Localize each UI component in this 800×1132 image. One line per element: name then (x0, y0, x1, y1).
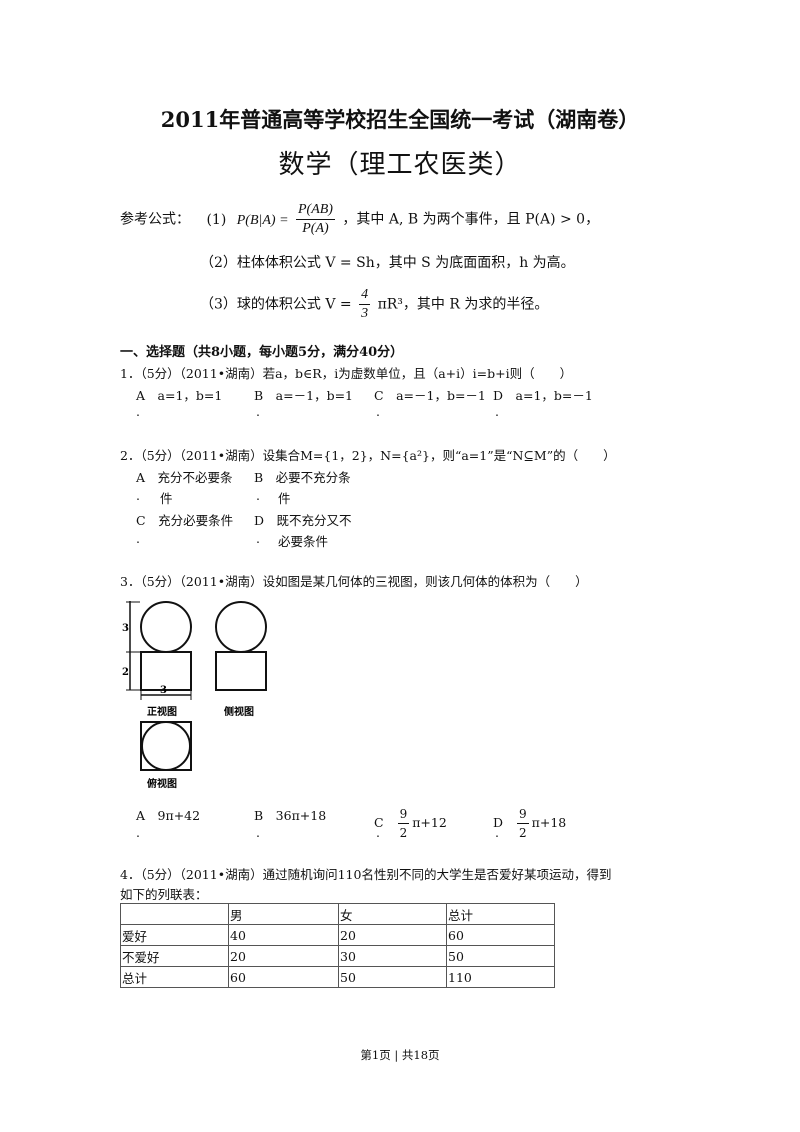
q2-dot-d: . (256, 531, 260, 546)
table-cell (120, 903, 229, 925)
q3-option-d: D 9 2 π+18 (493, 805, 566, 842)
formula-1-numerator: P(AB) (295, 201, 335, 220)
top-view-label: 俯视图 (147, 777, 177, 790)
table-cell: 总计 (446, 903, 555, 925)
q3-option-d-fraction: 9 2 (517, 805, 529, 842)
formula-3-denominator: 3 (361, 306, 369, 321)
formula-3-numerator: 4 (359, 286, 371, 305)
table-cell: 女 (338, 903, 447, 925)
formula-3-pre: （3）球的体积公式 V = (200, 296, 352, 313)
table-row: 爱好 40 20 60 (120, 924, 555, 946)
q1-stem: 1．（5分）（2011•湖南）若a，b∈R，i为虚数单位，且（a+i）i=b+i… (120, 366, 573, 381)
exam-title: 2011年普通高等学校招生全国统一考试（湖南卷） (160, 107, 640, 132)
q2-stem: 2．（5分）（2011•湖南）设集合M={1，2}，N={a²}，则“a=1”是… (120, 448, 616, 463)
three-view-figure: 3 2 3 正视图 侧视图 俯视图 (122, 601, 267, 790)
front-view-rect (140, 651, 192, 691)
formula-3: （3）球的体积公式 V = 4 3 πR³，其中 R 为求的半径。 (200, 286, 548, 323)
q2-option-d: D 既不充分又不 (254, 513, 352, 528)
q2-option-d-cont: 必要条件 (278, 534, 329, 549)
q3-option-a: A 9π+42 (136, 808, 201, 823)
q3-option-b: B 36π+18 (254, 808, 327, 823)
page-footer: 第1页 | 共18页 (360, 1048, 440, 1062)
table-row: 不爱好 20 30 50 (120, 945, 555, 967)
formula-1-denominator: P(A) (302, 221, 329, 236)
q2-dot-c: . (136, 531, 140, 546)
section-heading: 一、选择题（共8小题，每小题5分，满分40分） (120, 345, 404, 360)
dim-label-3b: 3 (160, 685, 167, 696)
formula-1-fraction: P(AB) P(A) (295, 201, 335, 238)
top-view-circle (141, 721, 191, 771)
table-cell: 50 (446, 945, 555, 967)
top-view: 俯视图 (140, 721, 192, 790)
side-view: 侧视图 (215, 601, 267, 718)
table-cell: 20 (228, 945, 339, 967)
table-cell: 60 (228, 966, 339, 988)
table-cell: 60 (446, 924, 555, 946)
q3-option-d-den: 2 (519, 826, 527, 840)
q1-option-b: B a=－1，b=1 (254, 388, 353, 403)
table-cell: 50 (338, 966, 447, 988)
q2-dot-b: . (256, 488, 260, 503)
q2-option-c: C 充分必要条件 (136, 513, 234, 528)
front-view: 3 2 3 正视图 (122, 601, 192, 718)
q1-dot-b: . (256, 404, 260, 419)
table-cell: 110 (446, 966, 555, 988)
table-row: 总计 60 50 110 (120, 966, 555, 988)
q2-option-b-cont: 件 (278, 491, 291, 506)
q4-stem-line1: 4．（5分）（2011•湖南）通过随机询问110名性别不同的大学生是否爱好某项运… (120, 867, 612, 882)
q3-option-c-num: 9 (397, 805, 410, 824)
contingency-table: 男 女 总计 爱好 40 20 60 不爱好 20 30 50 总计 60 50… (120, 903, 555, 988)
q3-option-c-den: 2 (399, 826, 408, 840)
q3-option-d-tail: π+18 (531, 815, 567, 830)
front-view-label: 正视图 (147, 705, 177, 718)
q3-option-c-fraction: 9 2 (397, 805, 410, 842)
q4-stem-line2: 如下的列联表： (120, 887, 208, 902)
table-cell: 20 (338, 924, 447, 946)
table-cell: 总计 (120, 966, 229, 988)
table-cell: 30 (338, 945, 447, 967)
front-view-circle (140, 601, 192, 653)
q3-dot-b: . (256, 825, 260, 840)
formula-intro: 参考公式： (120, 211, 190, 228)
formula-3-post: πR³，其中 R 为求的半径。 (377, 296, 549, 313)
formula-1: 参考公式： (1) P(B|A) = P(AB) P(A) ，其中 A, B 为… (120, 201, 599, 238)
side-view-circle (215, 601, 267, 653)
formula-2: （2）柱体体积公式 V = Sh，其中 S 为底面面积，h 为高。 (200, 255, 575, 271)
q3-option-c: C 9 2 π+12 (374, 805, 447, 842)
q1-dot-a: . (136, 404, 140, 419)
q1-option-a: A a=1，b=1 (136, 388, 223, 403)
table-cell: 男 (228, 903, 339, 925)
q1-dot-d: . (495, 404, 499, 419)
table-cell: 不爱好 (120, 945, 229, 967)
formula-1-text: ，其中 A, B 为两个事件，且 P(A) > 0， (342, 211, 600, 228)
formula-1-lhs: P(B|A) = (236, 212, 289, 228)
exam-subtitle: 数学（理工农医类） (278, 150, 522, 180)
q3-dot-a: . (136, 825, 140, 840)
formula-3-fraction: 4 3 (359, 286, 371, 323)
side-view-label: 侧视图 (224, 705, 254, 718)
q1-option-d: D a=1，b=－1 (493, 388, 593, 403)
q1-option-c: C a=－1，b=－1 (374, 388, 486, 403)
q3-dot-c: . (376, 825, 380, 840)
dim-label-2: 2 (122, 667, 129, 678)
dim-label-3: 3 (122, 623, 129, 634)
q3-stem: 3．（5分）（2011•湖南）设如图是某几何体的三视图，则该几何体的体积为（ ） (120, 574, 588, 589)
q2-option-a-cont: 件 (160, 491, 173, 506)
q3-option-c-tail: π+12 (412, 815, 447, 830)
q3-option-d-num: 9 (517, 805, 529, 824)
formula-1-num: (1) (206, 211, 227, 228)
table-row: 男 女 总计 (120, 903, 555, 925)
q1-dot-c: . (376, 404, 380, 419)
table-cell: 40 (228, 924, 339, 946)
q2-dot-a: . (136, 488, 140, 503)
q2-option-a: A 充分不必要条 (136, 470, 233, 485)
q3-option-d-letter: D (493, 815, 504, 830)
q2-option-b: B 必要不充分条 (254, 470, 351, 485)
side-view-rect (215, 651, 267, 691)
q3-dot-d: . (495, 825, 499, 840)
table-cell: 爱好 (120, 924, 229, 946)
q3-option-c-letter: C (374, 815, 384, 830)
